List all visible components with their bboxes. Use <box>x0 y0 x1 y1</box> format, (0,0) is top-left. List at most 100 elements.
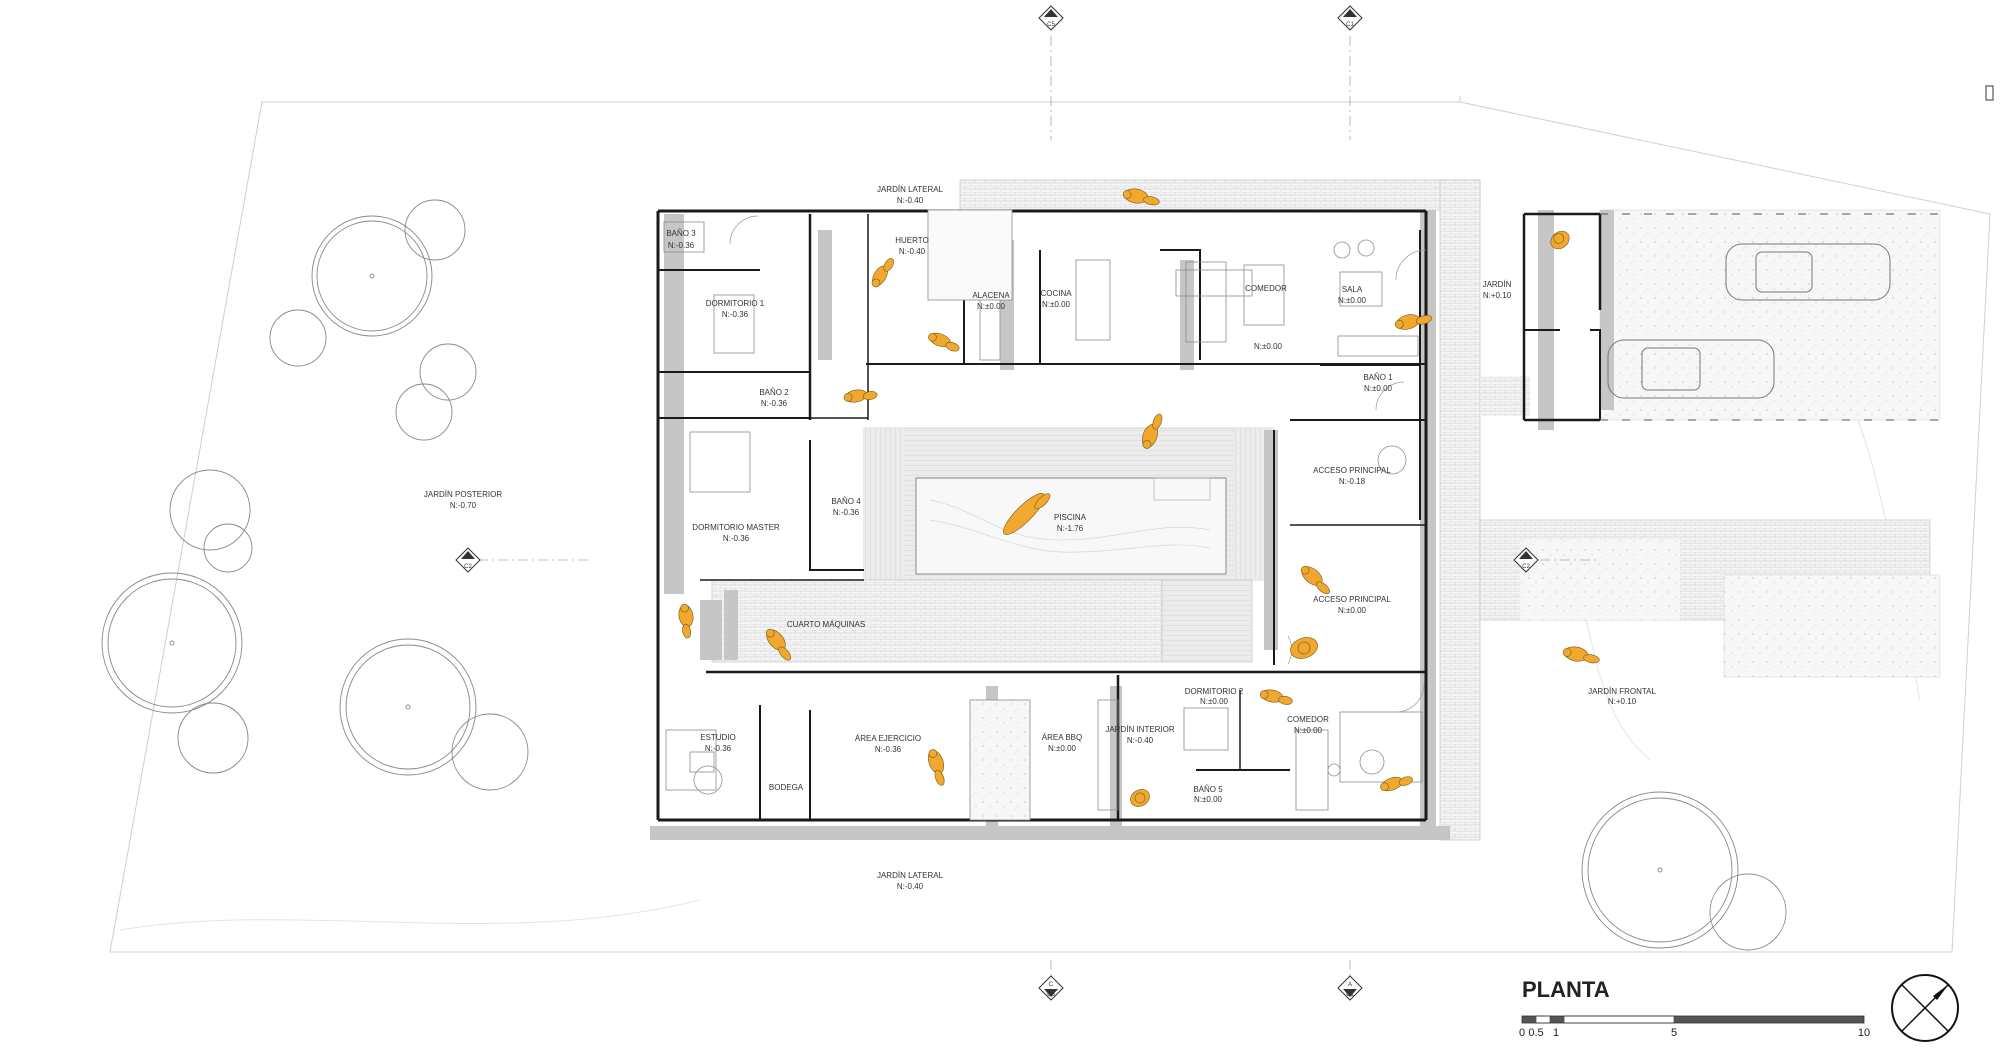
room-level: N:±0.00 <box>1194 795 1223 804</box>
room-label: BODEGA <box>769 783 804 792</box>
scale-bar: 0 0.5 1 5 10 <box>1519 1015 1870 1039</box>
marker-letter: A <box>1348 12 1352 18</box>
section-marker: A C1 <box>1337 975 1363 1001</box>
person-figure <box>1259 689 1293 705</box>
section-marker: B C2 <box>1513 547 1539 573</box>
room-level: N:+0.10 <box>1608 697 1637 706</box>
scale-tick: 0 <box>1519 1027 1525 1039</box>
room-label: BAÑO 2 N:-0.36 <box>759 388 789 408</box>
room-level: N:-0.36 <box>761 399 788 408</box>
marker-letter: B <box>1524 554 1528 560</box>
marker-code: C5 <box>1047 22 1055 28</box>
scale-tick: 0.5 <box>1528 1027 1543 1039</box>
room-level: N:±0.00 <box>1338 606 1367 615</box>
room-level: N:-0.70 <box>450 501 477 510</box>
room-name: ALACENA <box>972 291 1010 300</box>
room-name: COMEDOR <box>1245 284 1287 293</box>
room-name: JARDÍN FRONTAL <box>1588 687 1656 696</box>
people-figures <box>678 188 1600 807</box>
room-level: N:-0.40 <box>1127 736 1154 745</box>
room-name: ÁREA EJERCICIO <box>855 734 921 743</box>
courtyard <box>711 427 1275 663</box>
person-figure <box>1562 646 1600 664</box>
room-level: N:-0.36 <box>705 744 732 753</box>
marker-code: C5 <box>1047 992 1055 998</box>
room-name: BAÑO 2 <box>759 388 789 397</box>
person-figure <box>927 749 945 786</box>
room-level: N:±0.00 <box>1200 697 1229 706</box>
room-name: BAÑO 3 <box>666 229 696 238</box>
room-level: N:-0.36 <box>722 310 749 319</box>
marker-code: C1 <box>1346 22 1354 28</box>
room-label: COMEDOR <box>1245 284 1287 293</box>
room-label: PISCINA N:-1.76 <box>1054 513 1087 533</box>
room-name: JARDÍN LATERAL <box>877 871 944 880</box>
marker-code: C2 <box>1522 564 1530 570</box>
room-level: N:-0.40 <box>899 247 926 256</box>
room-name: CUARTO MÁQUINAS <box>787 620 865 629</box>
room-label: JARDÍN LATERAL N:-0.40 <box>877 185 944 205</box>
room-label: ESTUDIO N:-0.36 <box>700 733 736 753</box>
section-marker: A C1 <box>1337 5 1363 31</box>
section-marker: C C5 <box>1038 975 1064 1001</box>
room-label: DORMITORIO 2N:±0.00 <box>1185 687 1244 706</box>
room-labels: JARDÍN LATERAL N:-0.40 BAÑO 3 N:-0.36 DORM… <box>424 185 1657 891</box>
room-label: N:±0.00 <box>1254 342 1283 351</box>
shadows <box>650 210 1614 840</box>
person-figure <box>843 389 878 403</box>
marker-letter: C <box>1049 12 1054 18</box>
room-name: BAÑO 1 <box>1363 373 1393 382</box>
room-label: BAÑO 1 N:±0.00 <box>1363 373 1393 393</box>
room-level: N:-0.36 <box>833 508 860 517</box>
room-level: N:-0.40 <box>897 196 924 205</box>
room-name: SALA <box>1342 285 1363 294</box>
person-figure <box>1550 230 1570 250</box>
room-name: COMEDOR <box>1287 715 1329 724</box>
room-name: DORMITORIO 2 <box>1185 687 1244 696</box>
room-level: N:±0.00 <box>1042 300 1071 309</box>
room-label: ACCESO PRINCIPAL N:±0.00 <box>1313 595 1391 615</box>
scale-tick: 10 <box>1858 1027 1870 1039</box>
room-level: N:-1.76 <box>1057 524 1084 533</box>
room-name: JARDÍN LATERAL <box>877 185 944 194</box>
room-label: BAÑO 5N:±0.00 <box>1193 785 1223 804</box>
marker-code: C2 <box>464 564 472 570</box>
person-figure <box>1141 413 1163 449</box>
room-name: PISCINA <box>1054 513 1087 522</box>
person-figure <box>678 603 694 639</box>
room-name: HUERTO <box>895 236 929 245</box>
person-figure <box>1395 314 1433 330</box>
room-level: N:±0.00 <box>1364 384 1393 393</box>
north-arrow-icon <box>1891 974 1959 1042</box>
room-name: JARDÍN <box>1483 280 1512 289</box>
section-marker: B C2 <box>455 547 481 573</box>
person-figure <box>1300 565 1330 595</box>
room-level: N:±0.00 <box>1048 744 1077 753</box>
room-name: ACCESO PRINCIPAL <box>1313 595 1391 604</box>
property-marker <box>1985 85 1994 101</box>
scale-tick: 1 <box>1553 1027 1559 1039</box>
room-level: N:+0.10 <box>1483 291 1512 300</box>
person-figure <box>1122 188 1160 206</box>
room-name: ESTUDIO <box>700 733 736 742</box>
house-walls <box>656 209 1428 822</box>
person-figure <box>1003 493 1051 535</box>
room-name: JARDÍN POSTERIOR <box>424 490 502 499</box>
furniture <box>663 209 1423 821</box>
room-label: DORMITORIO 1N:-0.36 <box>706 299 765 319</box>
room-name: DORMITORIO MASTER <box>692 523 780 532</box>
section-markers: C C5 A C1 C C5 A C1 B C2 <box>455 5 1539 1001</box>
exterior-paving <box>959 179 1941 841</box>
marker-code: C1 <box>1346 992 1354 998</box>
marker-letter: A <box>1348 982 1352 988</box>
